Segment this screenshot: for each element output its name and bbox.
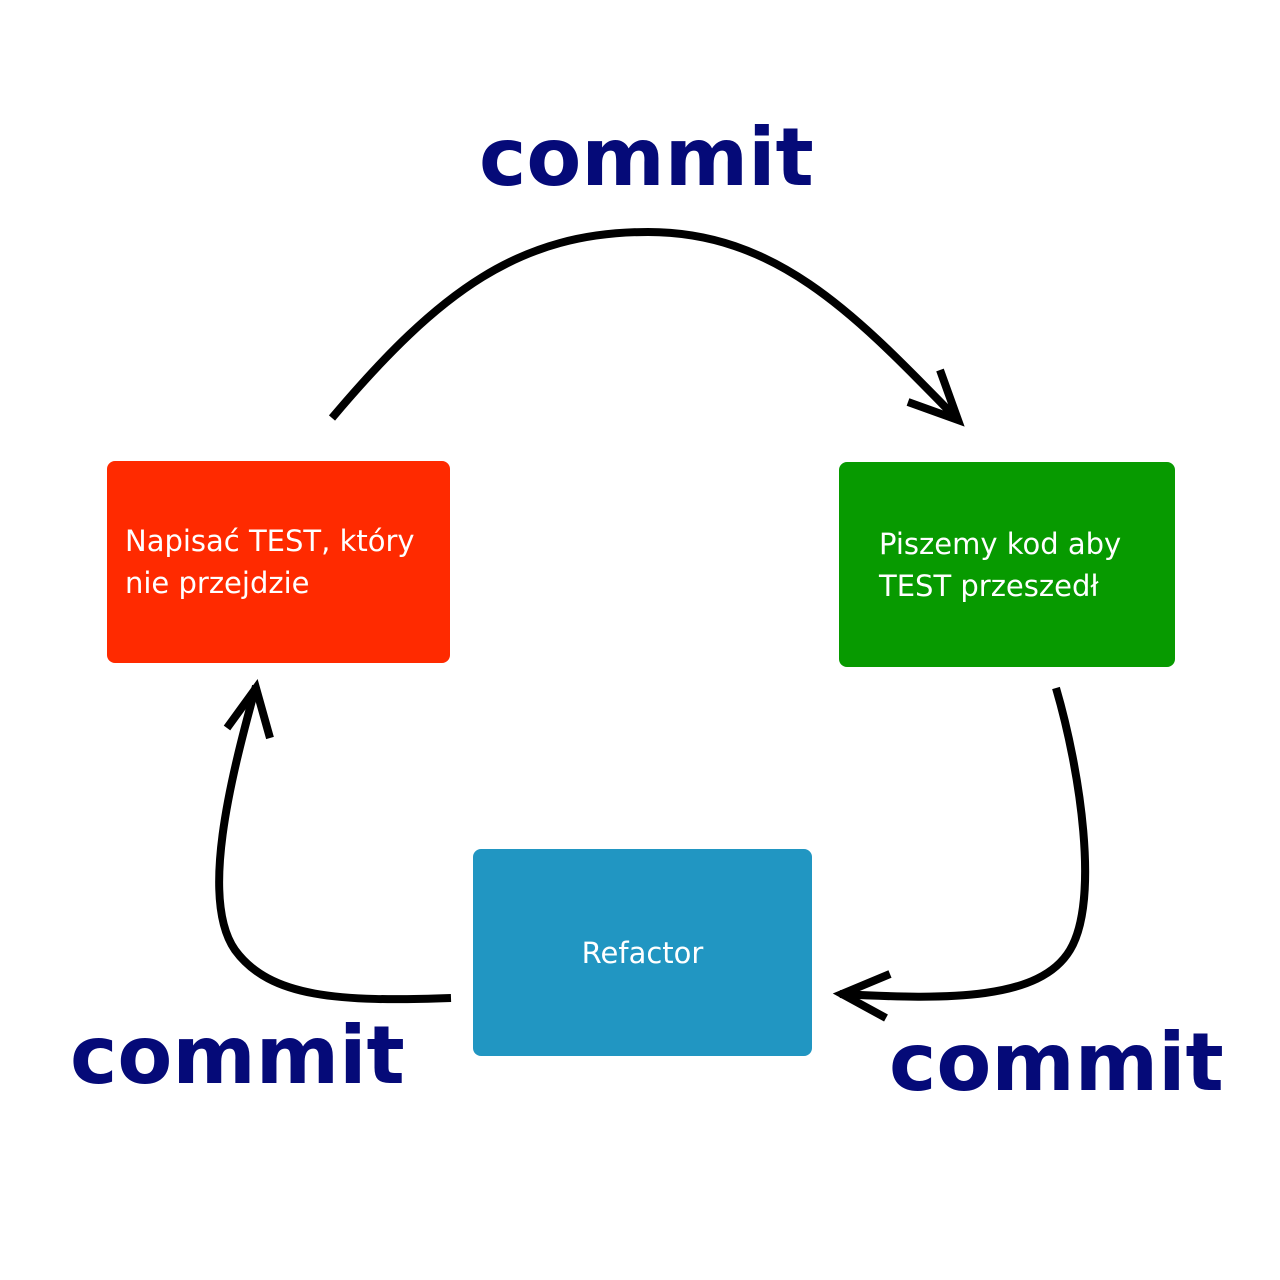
commit-label-bottom-right: commit xyxy=(889,1016,1224,1109)
arrow-left-curve xyxy=(215,684,452,1004)
box-write-code-label: Piszemy kod aby TEST przeszedł xyxy=(879,526,1122,603)
box-write-test-label: Napisać TEST, który nie przejdzie xyxy=(125,524,415,600)
box-refactor: Refactor xyxy=(473,849,812,1056)
arrow-top xyxy=(328,227,965,427)
box-write-code: Piszemy kod aby TEST przeszedł xyxy=(839,462,1175,667)
arrow-top-head xyxy=(906,368,965,427)
arrow-right-head xyxy=(832,970,892,1022)
commit-label-top: commit xyxy=(479,111,814,204)
box-refactor-label: Refactor xyxy=(581,935,704,970)
arrow-right-curve xyxy=(839,686,1090,1001)
arrow-left-head xyxy=(223,678,274,740)
arrow-right xyxy=(832,686,1090,1022)
box-write-test: Napisać TEST, który nie przejdzie xyxy=(107,461,450,663)
arrow-left xyxy=(215,678,452,1004)
commit-label-bottom-left: commit xyxy=(70,1009,405,1102)
arrow-top-curve xyxy=(328,227,961,423)
